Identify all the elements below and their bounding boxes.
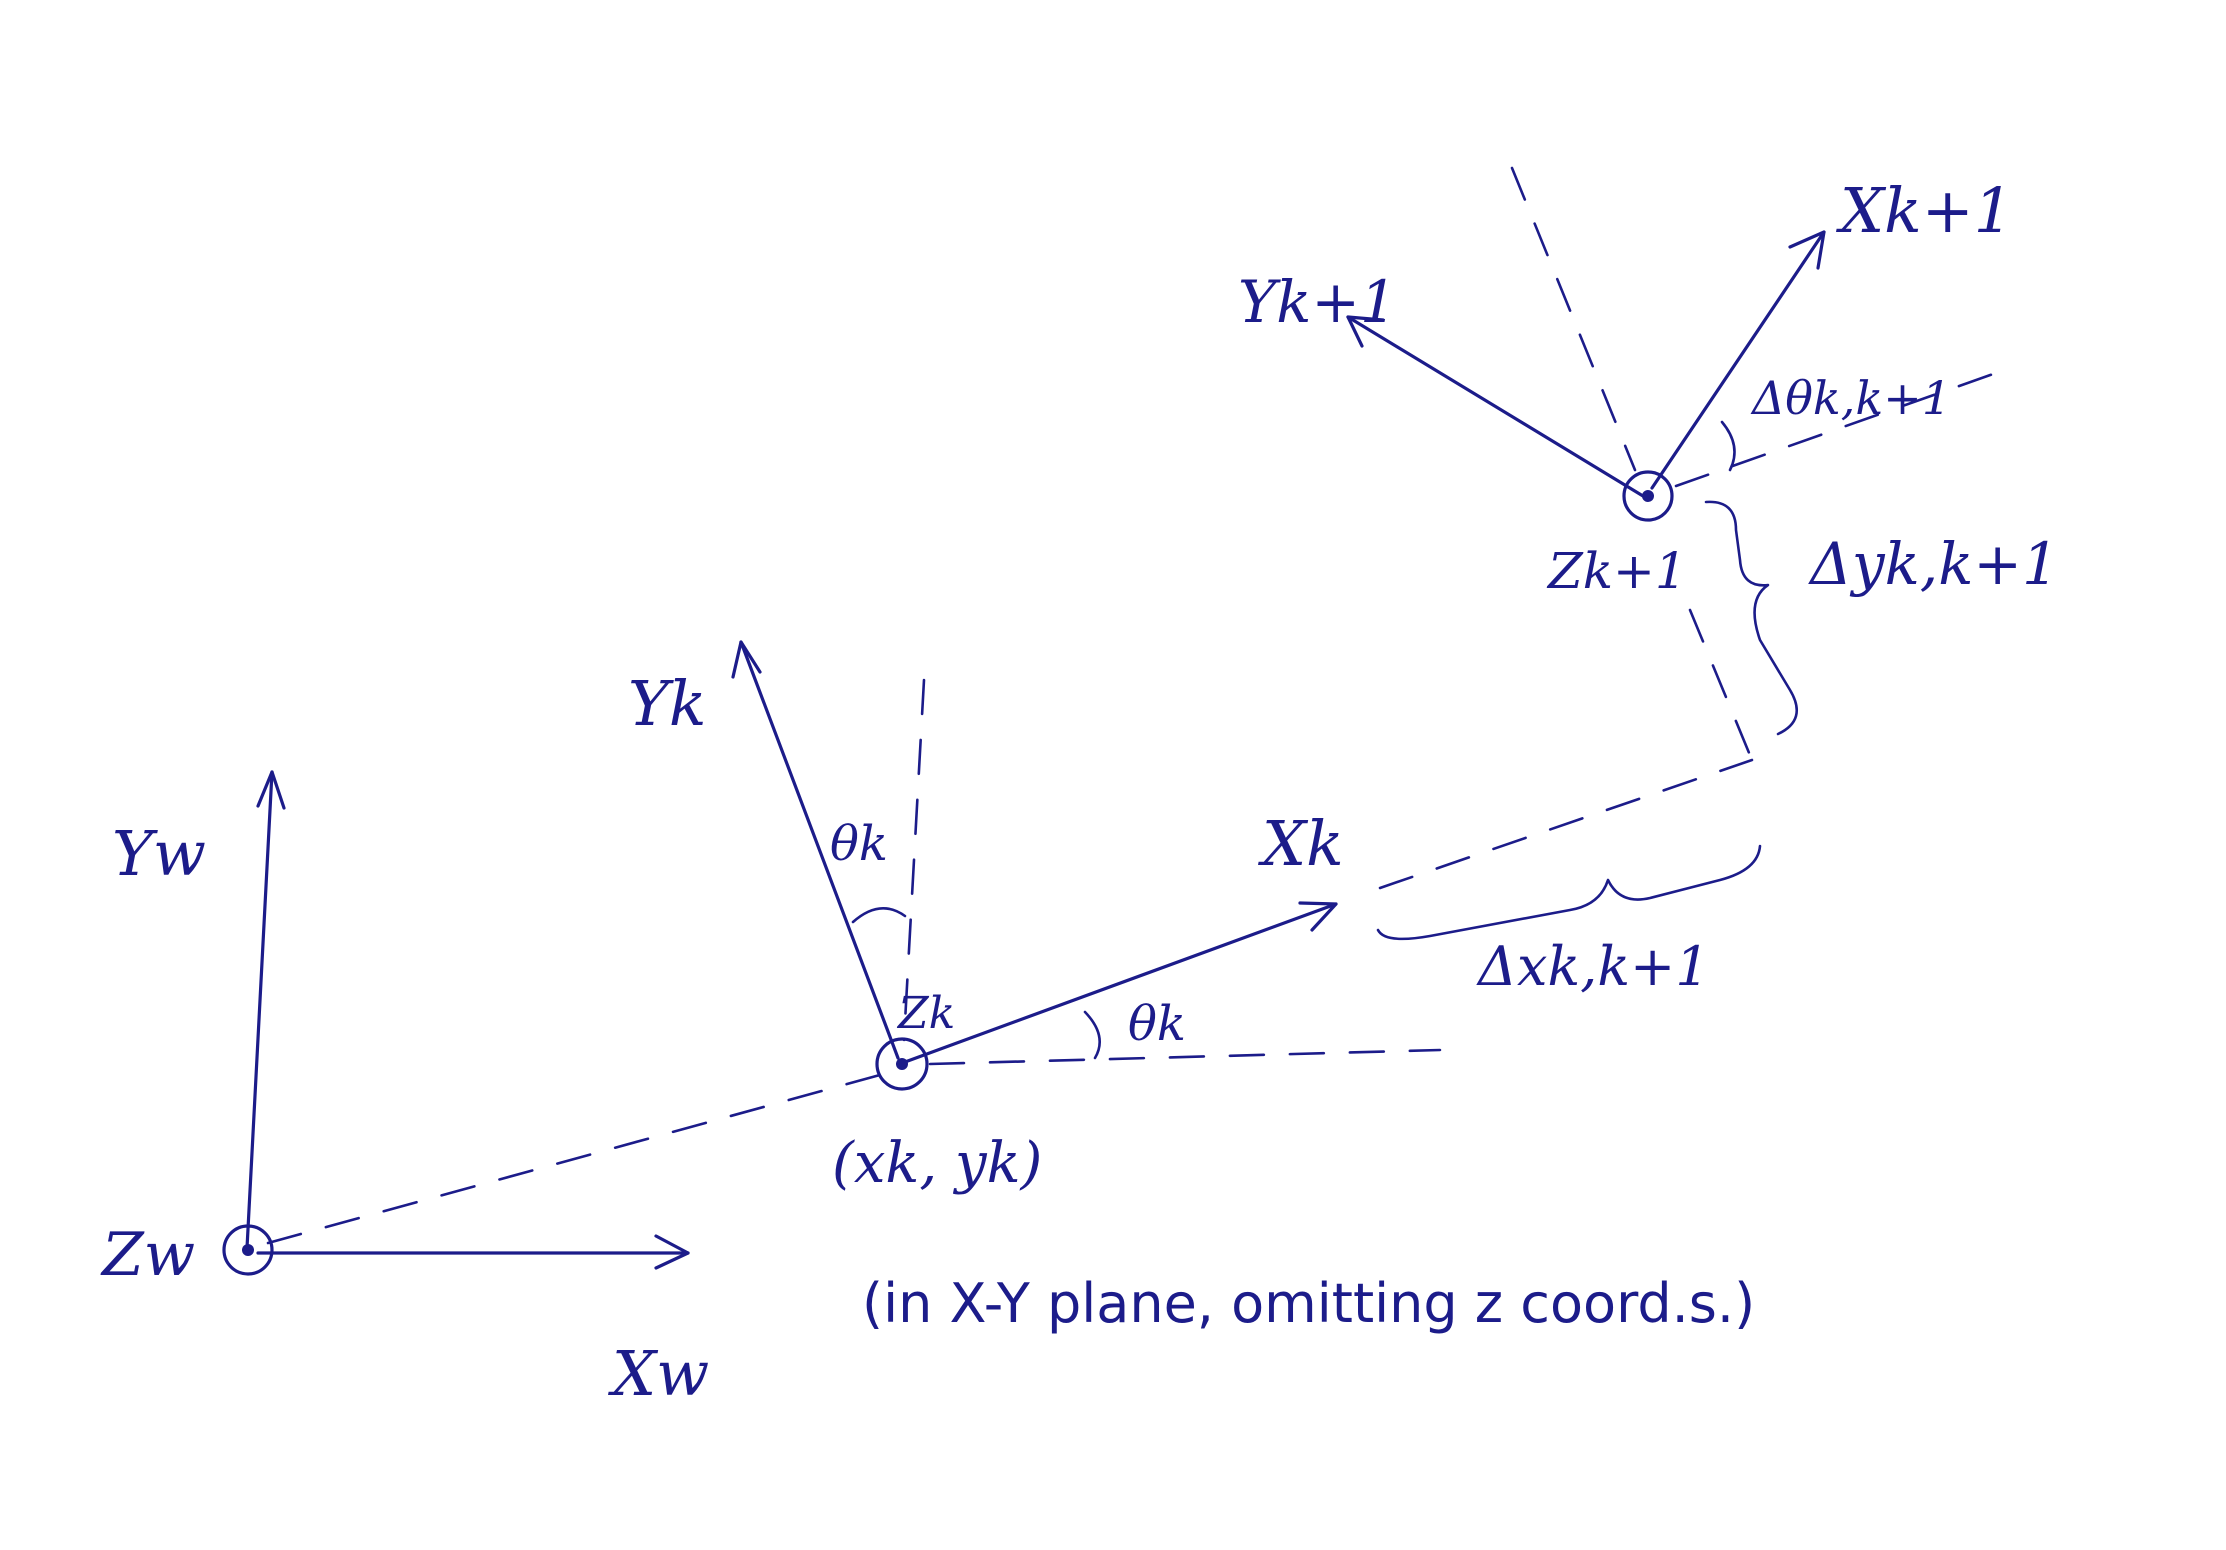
theta-k-horizontal-arc (1083, 1010, 1101, 1060)
frame-k1-z-circle (1622, 470, 1674, 522)
world-y-arrowhead (256, 770, 286, 810)
theta-k-vertical-label: θk (830, 816, 888, 872)
frame-k1-z-label: Zk+1 (1546, 542, 1687, 600)
frame-k1-vertical-reference (1510, 166, 1637, 472)
plane-note-label: (in X-Y plane, omitting z coord.s.) (862, 1272, 1755, 1335)
frame-k1-y-label: Yk+1 (1238, 268, 1397, 336)
delta-y-brace (1704, 500, 1799, 736)
frame-k-horizontal-reference (928, 1048, 1442, 1066)
delta-theta-arc (1720, 420, 1736, 472)
frame-k1-y-arrowhead (1346, 315, 1385, 348)
frame-k-plus-1 (1346, 166, 1998, 762)
delta-theta-label: Δθk,k+1 (1750, 371, 1951, 425)
world-x-label: Xw (608, 1337, 709, 1410)
frame-k-z-label: Zk (896, 988, 955, 1039)
frame-k-x-axis (903, 902, 1338, 1064)
world-x-arrowhead (654, 1234, 690, 1270)
world-y-axis (245, 770, 274, 1250)
frame-k (731, 640, 1442, 1091)
world-z-dot (242, 1244, 254, 1256)
frame-k1-x-axis (1650, 230, 1826, 490)
frame-k-x-extension-dashed (1378, 758, 1754, 890)
frame-k1-x-arrowhead (1788, 230, 1826, 270)
frame-k1-z-dot (1642, 490, 1654, 502)
world-frame (222, 770, 690, 1276)
frame-k-y-arrowhead (731, 640, 762, 679)
frame-k-y-label: Yk (628, 667, 707, 740)
frame-k-z-dot (896, 1058, 908, 1070)
frame-k-vertical-reference (902, 678, 926, 1042)
theta-k-horizontal-label: θk (1128, 996, 1186, 1052)
world-y-label: Yw (112, 817, 206, 890)
delta-x-label: Δxk,k+1 (1476, 935, 1710, 998)
frame-k1-vertical-drop (1688, 608, 1754, 762)
frame-k-z-circle (875, 1037, 929, 1091)
origin-to-k-dashed-line (266, 1073, 882, 1245)
frame-k-y-axis (739, 640, 900, 1060)
pose-k-label: (xk, yk) (832, 1131, 1042, 1196)
frame-k1-x-label: Xk+1 (1836, 174, 2013, 247)
theta-k-vertical-arc (851, 907, 907, 924)
frame-k-x-label: Xk (1258, 807, 1344, 880)
world-z-circle (222, 1224, 274, 1276)
frame-k1-y-axis (1346, 315, 1645, 498)
delta-x-brace (1376, 844, 1762, 941)
frame-k-x-arrowhead (1298, 901, 1338, 932)
delta-y-label: Δyk,k+1 (1808, 530, 2059, 598)
world-z-label: Zw (100, 1220, 195, 1290)
